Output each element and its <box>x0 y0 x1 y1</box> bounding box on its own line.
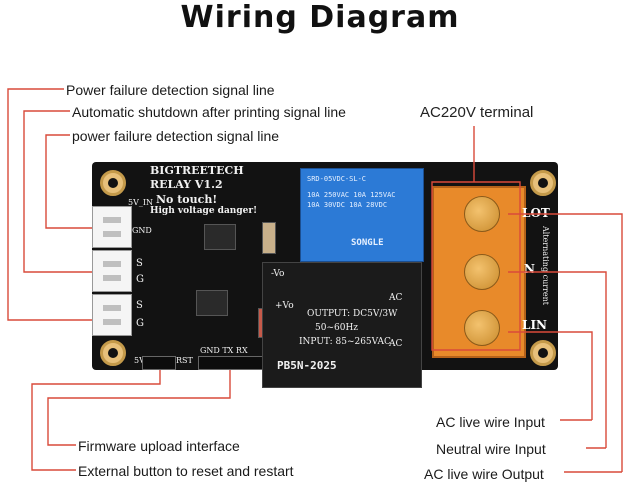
label-power-fail-2: power failure detection signal line <box>72 128 280 144</box>
silk-s2: S <box>136 300 143 311</box>
label-auto-shutdown: Automatic shutdown after printing signal… <box>72 104 346 120</box>
mount-hole <box>530 340 556 366</box>
silk-header: GND TX RX <box>200 346 248 355</box>
label-firmware: Firmware upload interface <box>78 438 240 454</box>
board-warning-1: No touch! <box>156 193 218 206</box>
relay-brand: SONGLE <box>351 238 384 248</box>
psu-input: INPUT: 85~265VAC <box>299 337 391 347</box>
mount-hole <box>530 170 556 196</box>
ic-u2 <box>196 290 228 316</box>
callout-line-power-fail-2 <box>45 134 92 229</box>
fuse <box>262 222 276 254</box>
callout-line-neutral-in <box>508 271 607 448</box>
callout-line-auto-shutdown <box>23 110 92 273</box>
connector-signal-2 <box>92 294 132 336</box>
psu-v-plus: +Vo <box>275 301 294 311</box>
label-neutral-in: Neutral wire Input <box>436 441 546 457</box>
board-warning-2: High voltage danger! <box>150 206 258 216</box>
reset-header <box>142 356 176 370</box>
psu-ac-1: AC <box>389 293 403 303</box>
callout-line-power-fail-1 <box>7 88 92 321</box>
page-title: Wiring Diagram <box>180 0 460 35</box>
psu-ac-2: AC <box>389 339 403 349</box>
label-live-out: AC live wire Output <box>424 466 544 482</box>
screw-terminal-n <box>464 254 500 290</box>
callout-line-ac220 <box>431 126 521 351</box>
silk-gnd: GND <box>132 226 152 235</box>
label-live-in: AC live wire Input <box>436 414 545 430</box>
callout-line-live-in <box>508 331 593 420</box>
connector-5v-in <box>92 206 132 248</box>
label-power-fail-1: Power failure detection signal line <box>66 82 275 98</box>
callout-line-live-out <box>508 213 623 472</box>
screw-terminal-lot <box>464 196 500 232</box>
relay-spec-1: 10A 250VAC 10A 125VAC <box>307 191 396 199</box>
label-reset: External button to reset and restart <box>78 463 294 479</box>
relay-module: SRD-05VDC-SL-C 10A 250VAC 10A 125VAC 10A… <box>300 168 424 262</box>
psu-output: OUTPUT: DC5V/3W <box>307 309 398 319</box>
mount-hole <box>100 340 126 366</box>
callout-line-firmware <box>47 370 231 446</box>
terminal-label-n: N <box>524 262 535 276</box>
mount-hole <box>100 170 126 196</box>
board-version: RELAY V1.2 <box>150 178 223 191</box>
silk-s1: S <box>136 258 143 269</box>
ic-u3 <box>204 224 236 250</box>
connector-signal-1 <box>92 250 132 292</box>
silk-5v-in: 5V_IN <box>128 198 154 207</box>
relay-spec-2: 10A 30VDC 10A 28VDC <box>307 201 388 209</box>
label-ac220: AC220V terminal <box>420 104 534 121</box>
silk-5v: 5V <box>134 356 145 365</box>
psu-v-minus: -Vo <box>271 269 285 279</box>
board-brand: BIGTREETECH <box>150 164 244 177</box>
silk-g1: G <box>136 274 144 285</box>
terminal-label-lot: LOT <box>522 206 550 220</box>
power-supply-module: -Vo +Vo AC AC OUTPUT: DC5V/3W 50~60Hz IN… <box>262 262 422 388</box>
relay-model: SRD-05VDC-SL-C <box>307 175 367 183</box>
silk-g2: G <box>136 318 144 329</box>
terminal-label-lin: LIN <box>522 318 548 332</box>
silk-rst: RST <box>176 356 193 365</box>
callout-line-reset <box>31 370 161 471</box>
psu-freq: 50~60Hz <box>315 323 359 333</box>
psu-model: PB5N-2025 <box>277 359 337 372</box>
screw-terminal-lin <box>464 310 500 346</box>
